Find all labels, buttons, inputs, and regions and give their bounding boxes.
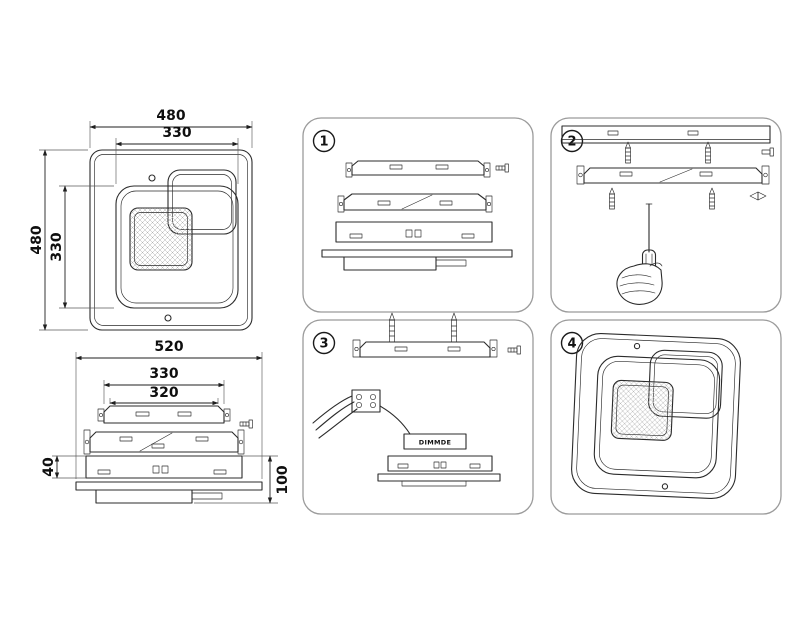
dim-label-side-100: 100 — [275, 465, 291, 494]
dim-label-top-480: 480 — [156, 108, 185, 124]
lamp-body-side — [75, 481, 263, 504]
canopy-base-plate — [335, 221, 493, 243]
flat-screw-icon — [761, 147, 774, 157]
screw-icon — [495, 163, 509, 173]
lamp-body-step3 — [377, 473, 501, 487]
mounting-hole-bottom-4 — [661, 483, 669, 490]
screw-icon-step3 — [507, 345, 521, 355]
screw-below-right — [709, 187, 715, 210]
lamp-small-ring — [167, 169, 237, 235]
step-2-number-badge: 2 — [560, 129, 584, 153]
top-view-drawing: 480 330 480 330 — [29, 108, 253, 331]
anchor-standing-left — [389, 312, 395, 343]
mounting-bracket-upper — [345, 160, 491, 178]
step-3-panel — [302, 319, 534, 515]
assembled-lamp — [571, 332, 741, 500]
screw-icon-side — [239, 419, 253, 429]
dim-side-width-outer: 520 — [75, 339, 263, 479]
lamp-middle-ring — [115, 185, 239, 309]
supply-wires — [312, 395, 358, 439]
dim-left-height-outer: 480 — [29, 149, 88, 331]
side-view-drawing: 520 330 320 — [41, 339, 291, 504]
dim-label-side-330: 330 — [149, 366, 178, 382]
lamp-outer-frame — [89, 149, 253, 331]
toggle-wing-icon — [749, 191, 767, 201]
terminal-block — [351, 389, 381, 413]
anchor-screw-left — [625, 141, 631, 164]
dim-label-left-480: 480 — [29, 225, 45, 254]
ceiling-slab — [561, 125, 771, 144]
dim-label-side-520: 520 — [154, 339, 183, 355]
step-1-panel — [302, 117, 534, 313]
anchor-screw-right — [705, 141, 711, 164]
dim-top-width-inner: 330 — [115, 125, 239, 184]
step-1-number: 1 — [319, 135, 328, 150]
dim-side-width-inner: 320 — [109, 385, 219, 406]
canopy-base-plate-step3 — [387, 455, 493, 472]
driver-box: DIMMDE — [403, 433, 467, 450]
driver-box-label: DIMMDE — [419, 439, 451, 447]
lamp-led-panel — [129, 207, 193, 271]
dim-side-width-mid: 330 — [103, 366, 225, 404]
mounting-bracket-ceiling — [576, 165, 770, 185]
dim-label-side-40: 40 — [41, 457, 57, 477]
step-4-panel — [550, 319, 782, 515]
dim-label-side-320: 320 — [149, 385, 178, 401]
step-3-drawing: DIMMDE — [312, 312, 521, 487]
step-1-number-badge: 1 — [312, 129, 336, 153]
step-3-number-badge: 3 — [312, 331, 336, 355]
step-4-number: 4 — [567, 337, 576, 352]
step-2-drawing — [561, 125, 774, 305]
dim-left-height-inner: 330 — [49, 185, 114, 309]
mounting-hole-top-4 — [633, 342, 641, 350]
step-4-number-badge: 4 — [560, 331, 584, 355]
dim-side-height-overall: 100 — [194, 455, 291, 504]
mounting-bracket-lower — [337, 193, 493, 213]
hand-icon — [616, 262, 663, 305]
bracket-lower-strip — [83, 429, 245, 455]
mounting-bracket-wired — [352, 339, 498, 358]
step-4-drawing — [571, 332, 741, 500]
bracket-upper-strip — [97, 405, 231, 424]
mounting-hole-top — [148, 174, 156, 182]
step-2-number: 2 — [567, 135, 576, 150]
dim-side-height-bracket: 40 — [41, 455, 86, 479]
dim-label-top-330: 330 — [162, 125, 191, 141]
canopy-base-box — [85, 455, 243, 479]
lamp-body-below — [321, 249, 513, 271]
dim-top-width-outer: 480 — [89, 108, 253, 148]
step-2-panel — [550, 117, 782, 313]
step-1-drawing — [321, 160, 513, 271]
driver-wire — [379, 405, 411, 435]
step-3-number: 3 — [319, 337, 328, 352]
mounting-hole-bottom — [164, 314, 172, 322]
dim-label-left-330: 330 — [49, 232, 65, 261]
anchor-standing-right — [451, 312, 457, 343]
screw-below-left — [609, 187, 615, 210]
